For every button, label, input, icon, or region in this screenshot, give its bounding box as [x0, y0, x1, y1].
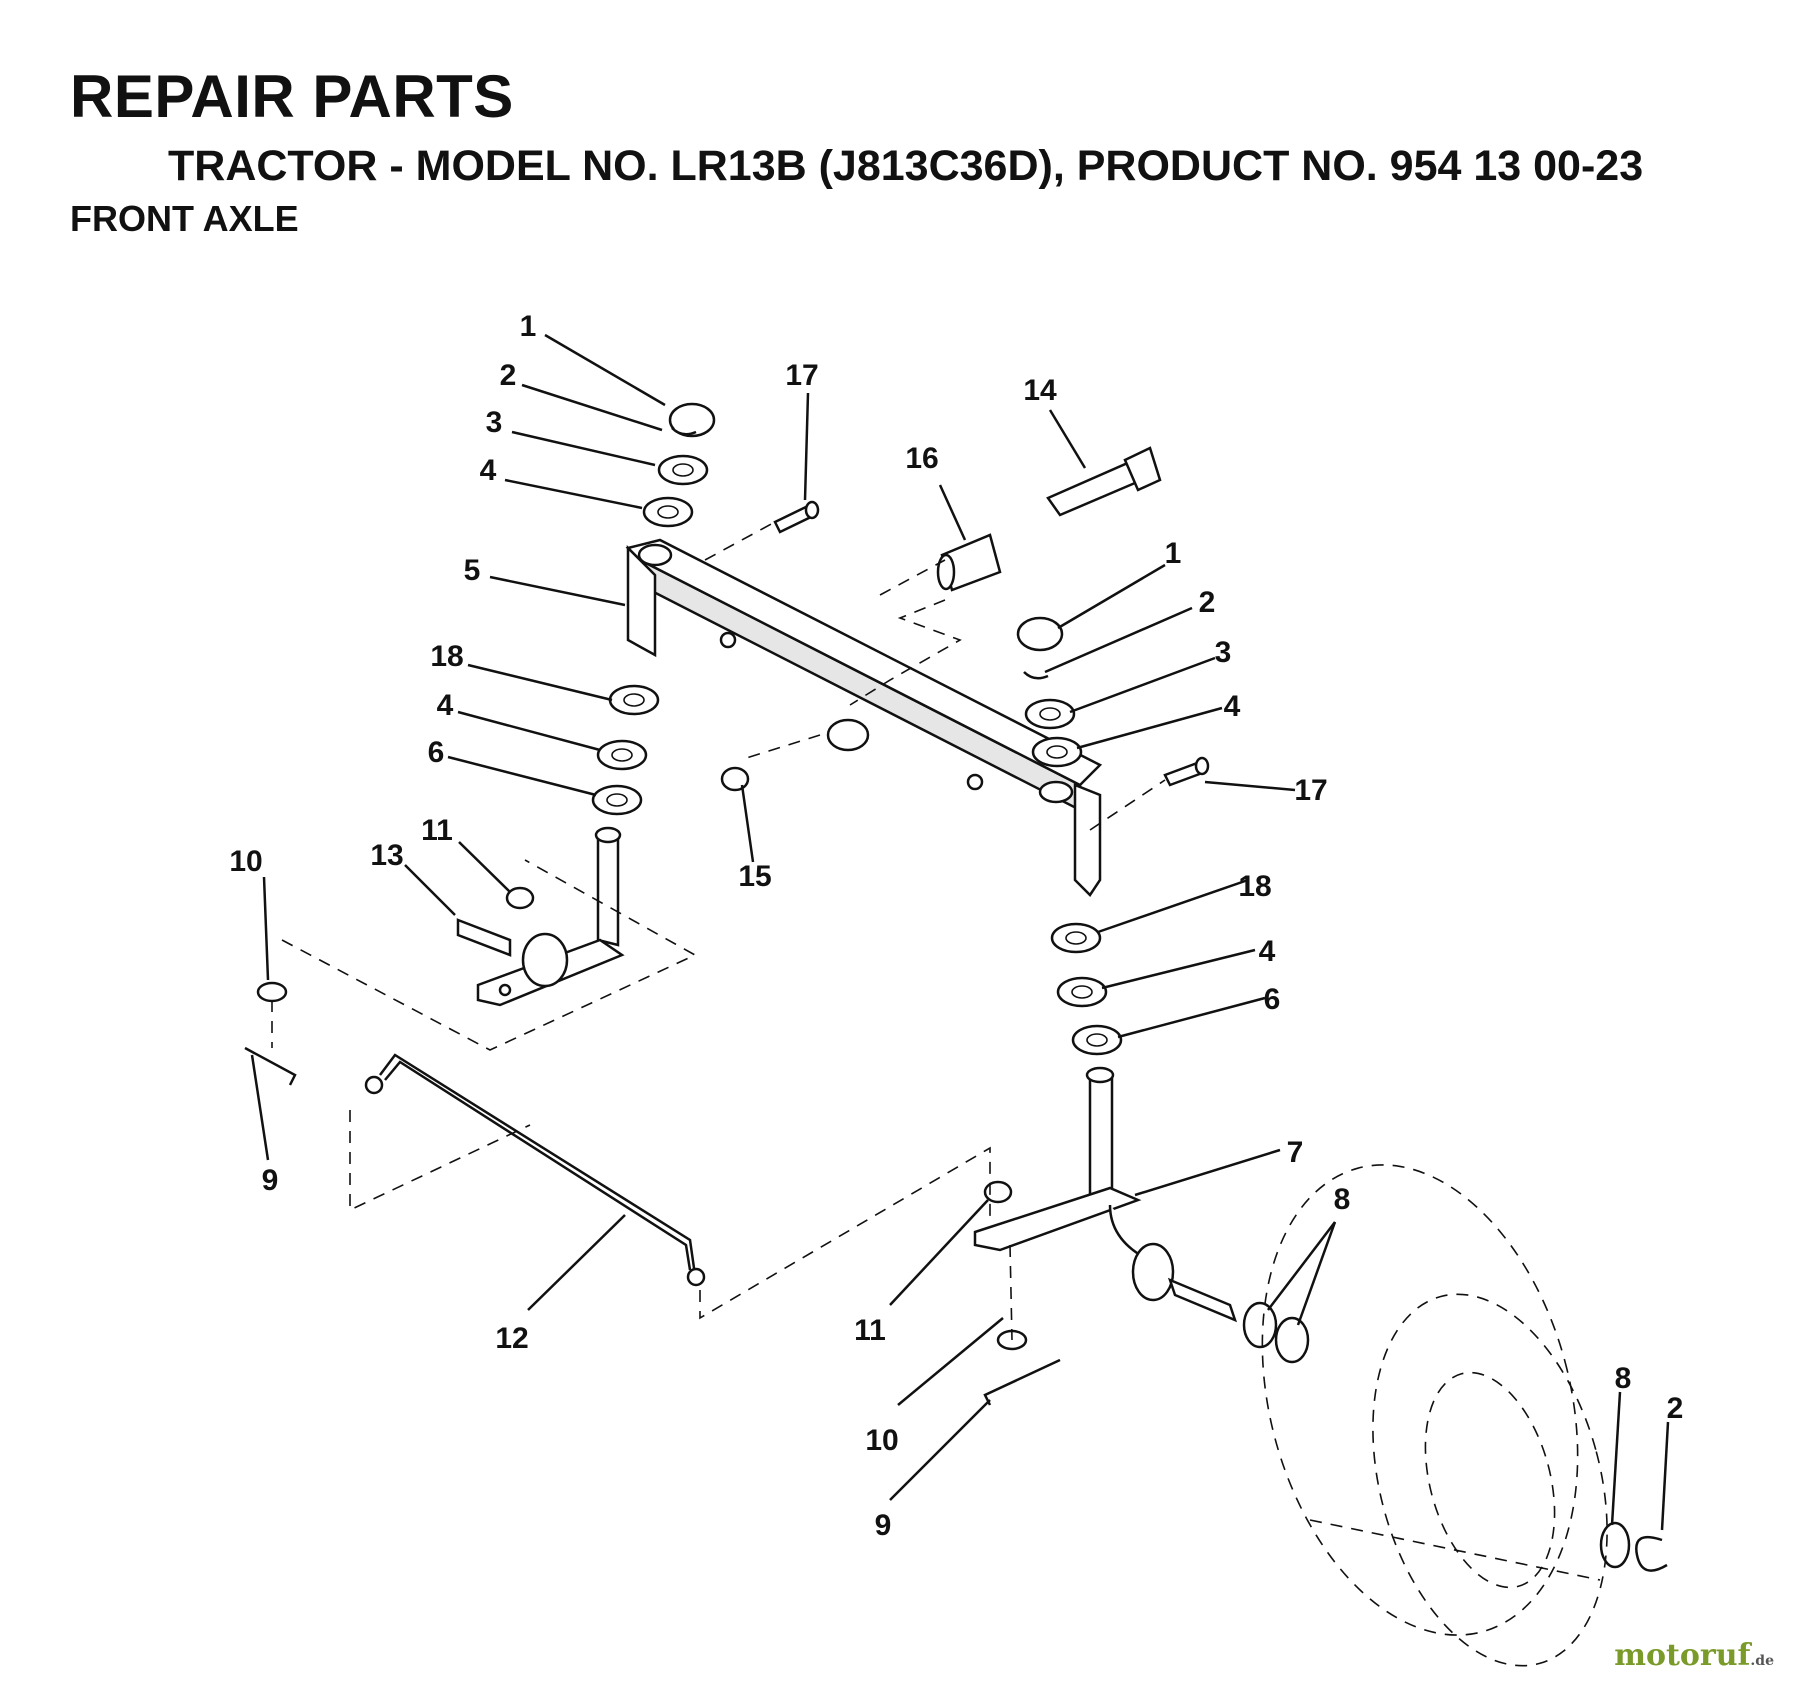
watermark-logo: motoruf.de	[1614, 1638, 1774, 1673]
callout-1: 1	[1165, 537, 1182, 570]
left-kingpin-stack	[476, 402, 716, 1007]
section-title: FRONT AXLE	[70, 198, 299, 239]
callout-8: 8	[1615, 1362, 1632, 1395]
callout-11: 11	[854, 1314, 886, 1347]
callout-17: 17	[785, 359, 818, 392]
callout-1: 1	[520, 310, 537, 343]
model-line: TRACTOR - MODEL NO. LR13B (J813C36D), PR…	[168, 142, 1644, 190]
watermark-tld: .de	[1750, 1653, 1774, 1669]
callout-18: 18	[430, 640, 463, 673]
bolt-shank	[1046, 460, 1144, 517]
page-title: REPAIR PARTS	[70, 63, 514, 130]
tie-rod	[364, 1053, 706, 1287]
callout-14: 14	[1023, 374, 1057, 407]
callout-13: 13	[370, 839, 403, 872]
callout-10: 10	[229, 845, 262, 878]
callout-16: 16	[905, 442, 938, 475]
callout-2: 2	[1199, 586, 1216, 619]
callout-4: 4	[480, 454, 497, 487]
callout-9: 9	[875, 1509, 892, 1542]
callout-2: 2	[1667, 1392, 1684, 1425]
callout-4: 4	[1224, 690, 1241, 723]
right-kingpin-stack	[973, 616, 1310, 1364]
callouts: 1 2 3 4 5 17 16 14 1 2 3 4 18 4 6 17 15 …	[229, 310, 1683, 1542]
callout-12: 12	[495, 1322, 528, 1355]
callout-5: 5	[464, 554, 481, 587]
callout-4: 4	[437, 689, 454, 722]
axle-beam	[625, 538, 1103, 897]
hex-nut	[720, 766, 750, 792]
wheel	[1261, 1164, 1608, 1667]
callout-10: 10	[865, 1424, 898, 1457]
callout-6: 6	[1264, 983, 1281, 1016]
hardware	[720, 446, 1210, 792]
assembly-lines	[271, 521, 1166, 1341]
callout-15: 15	[738, 860, 771, 893]
callout-4: 4	[1259, 935, 1276, 968]
bolt-head	[1123, 446, 1162, 492]
e-ring-left	[671, 427, 697, 436]
callout-18: 18	[1238, 870, 1271, 903]
watermark-brand: motoruf	[1614, 1638, 1751, 1673]
leader-lines	[250, 333, 1670, 1531]
callout-2: 2	[500, 359, 517, 392]
callout-11: 11	[421, 814, 453, 847]
callout-8: 8	[1334, 1183, 1351, 1216]
callout-3: 3	[486, 406, 503, 439]
callout-7: 7	[1287, 1136, 1304, 1169]
small-hardware	[244, 886, 1668, 1572]
callout-9: 9	[262, 1164, 279, 1197]
callout-6: 6	[428, 736, 445, 769]
callout-17: 17	[1294, 774, 1327, 807]
callout-3: 3	[1215, 636, 1232, 669]
cap-left	[668, 402, 716, 438]
